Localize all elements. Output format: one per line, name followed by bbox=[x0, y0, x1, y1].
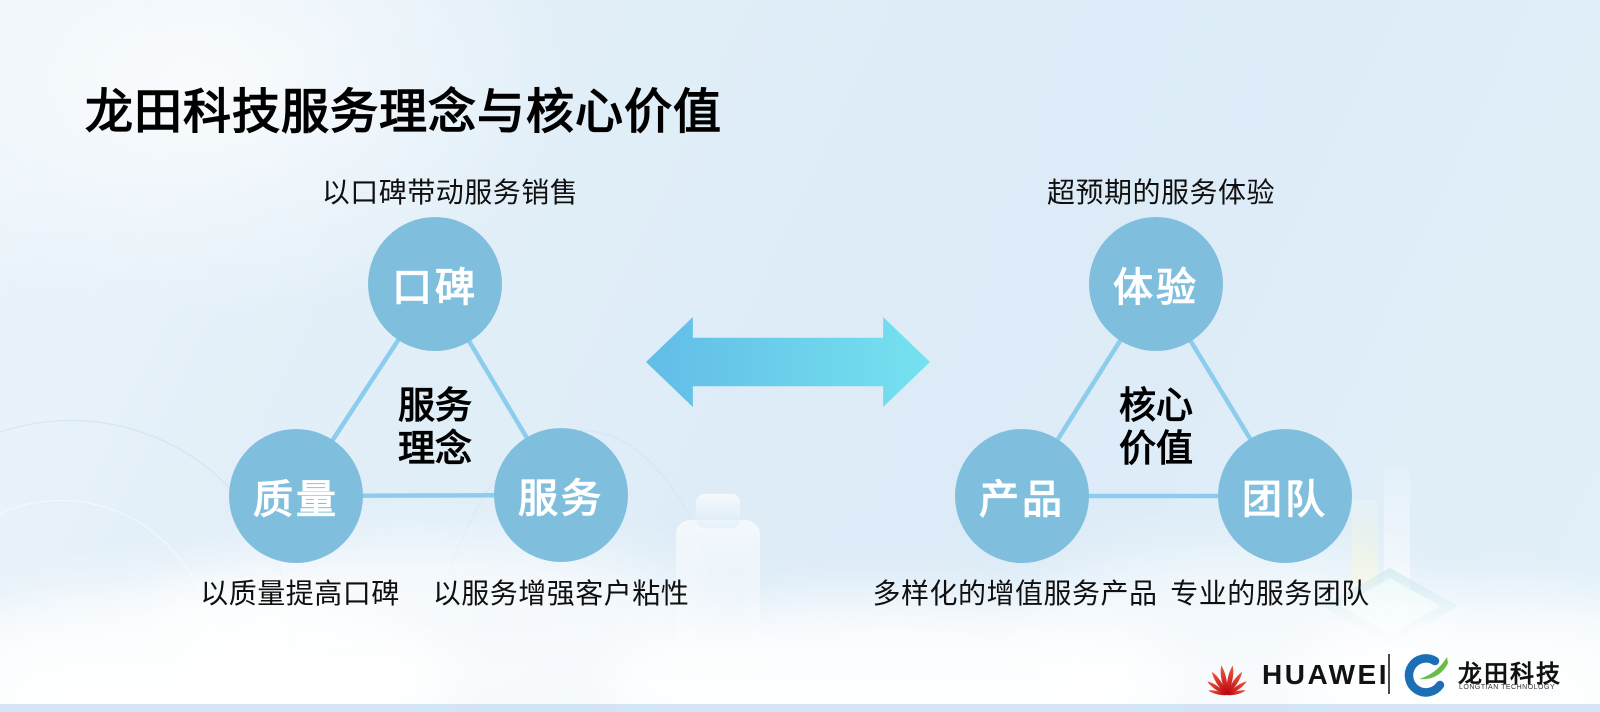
longtian-swirl-icon bbox=[1404, 654, 1448, 697]
circle-node-team: 团队 bbox=[1218, 429, 1352, 563]
circle-node-product: 产品 bbox=[955, 429, 1089, 563]
center-label-line2: 理念 bbox=[398, 428, 472, 469]
caption-beyond-expectation-experience: 超预期的服务体验 bbox=[1046, 177, 1275, 208]
triangle-center-label-service-philosophy: 服务 理念 bbox=[325, 384, 545, 470]
circle-node-experience: 体验 bbox=[1089, 217, 1223, 351]
center-label-line1: 核心 bbox=[1119, 385, 1193, 426]
caption-diverse-value-added-products: 多样化的增值服务产品 bbox=[872, 578, 1158, 609]
partner-name-label: 龙田科技 bbox=[1458, 662, 1562, 688]
caption-service-strengthens-stickiness: 以服务增强客户粘性 bbox=[432, 578, 690, 609]
center-label-line2: 价值 bbox=[1119, 428, 1193, 469]
circle-node-quality: 质量 bbox=[229, 429, 363, 563]
caption-professional-service-team: 专业的服务团队 bbox=[1170, 578, 1370, 609]
bottom-edge-decoration bbox=[0, 704, 1600, 712]
caption-quality-improves-reputation: 以质量提高口碑 bbox=[200, 578, 400, 609]
center-label-line1: 服务 bbox=[398, 385, 472, 426]
circle-node-service: 服务 bbox=[494, 428, 628, 562]
triangle-center-label-core-values: 核心 价值 bbox=[1046, 384, 1266, 470]
partner-subtitle-label: LONGTIAN TECHNOLOGY bbox=[1459, 684, 1556, 691]
logo-divider bbox=[1388, 654, 1390, 694]
building-decoration bbox=[1384, 468, 1410, 590]
huawei-wordmark: HUAWEI bbox=[1262, 659, 1389, 690]
slide-title: 龙田科技服务理念与核心价值 bbox=[85, 86, 723, 139]
cloud-decoration bbox=[0, 655, 1600, 712]
huawei-flower-icon bbox=[1207, 665, 1247, 696]
circle-node-reputation: 口碑 bbox=[368, 217, 502, 351]
building-decoration bbox=[696, 494, 740, 528]
caption-word-of-mouth-drives-sales: 以口碑带动服务销售 bbox=[321, 177, 579, 208]
